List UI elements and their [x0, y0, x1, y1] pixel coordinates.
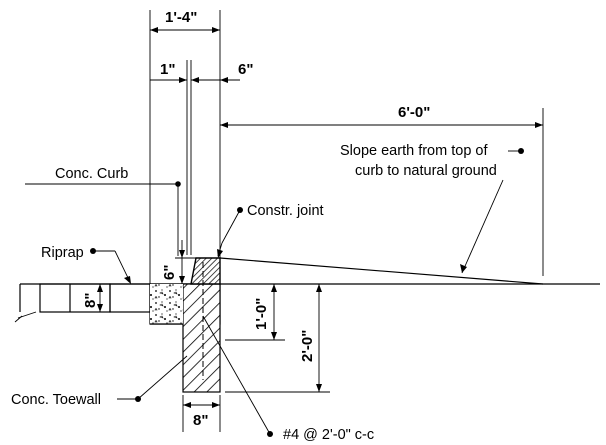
dim-toewall-width: 8": [182, 395, 221, 432]
dim-toewall-depth: 2'-0": [225, 284, 330, 393]
constr-joint-label: Constr. joint: [247, 203, 324, 219]
concrete-curb: [190, 257, 221, 285]
slope-note-line2: curb to natural ground: [355, 163, 497, 179]
dim-slab-depth-text: 1'-0": [253, 298, 270, 330]
riprap-blocks: [14, 283, 151, 323]
rebar-label-group: #4 @ 2'-0" c-c: [202, 315, 374, 443]
dim-joint-and-curb: 1" 6": [150, 60, 253, 255]
earth-slope-line: [219, 257, 544, 285]
rebar-label: #4 @ 2'-0" c-c: [283, 427, 374, 443]
conc-curb-label: Conc. Curb: [55, 166, 128, 182]
dim-curb-height-text: 6": [161, 265, 178, 280]
slope-note-line1: Slope earth from top of: [340, 143, 488, 159]
dim-slab-depth: 1'-0": [225, 284, 285, 341]
toewall-label-group: Conc. Toewall: [11, 355, 188, 408]
dim-curb-height: 6": [161, 240, 196, 284]
dim-toewall-depth-text: 2'-0": [299, 330, 316, 362]
dim-toewall-width-text: 8": [193, 412, 208, 429]
dim-slope-run-text: 6'-0": [398, 104, 430, 121]
slope-note: Slope earth from top of curb to natural …: [340, 143, 524, 274]
riprap-label-group: Riprap: [41, 245, 131, 284]
dim-slope-run: 6'-0": [220, 104, 544, 276]
dim-riprap-depth: 8": [82, 284, 103, 312]
dim-joint-gap-text: 1": [160, 61, 175, 78]
constr-joint-group: Constr. joint: [217, 203, 324, 258]
curb-label-group: Conc. Curb: [25, 166, 181, 256]
dim-top-width: 1'-4": [149, 9, 221, 284]
concrete-toewall: [182, 283, 221, 393]
dim-riprap-depth-text: 8": [82, 293, 99, 308]
dim-curb-width-text: 6": [238, 61, 253, 78]
conc-toewall-label: Conc. Toewall: [11, 392, 101, 408]
dim-top-width-text: 1'-4": [165, 9, 197, 26]
riprap-label: Riprap: [41, 245, 84, 261]
